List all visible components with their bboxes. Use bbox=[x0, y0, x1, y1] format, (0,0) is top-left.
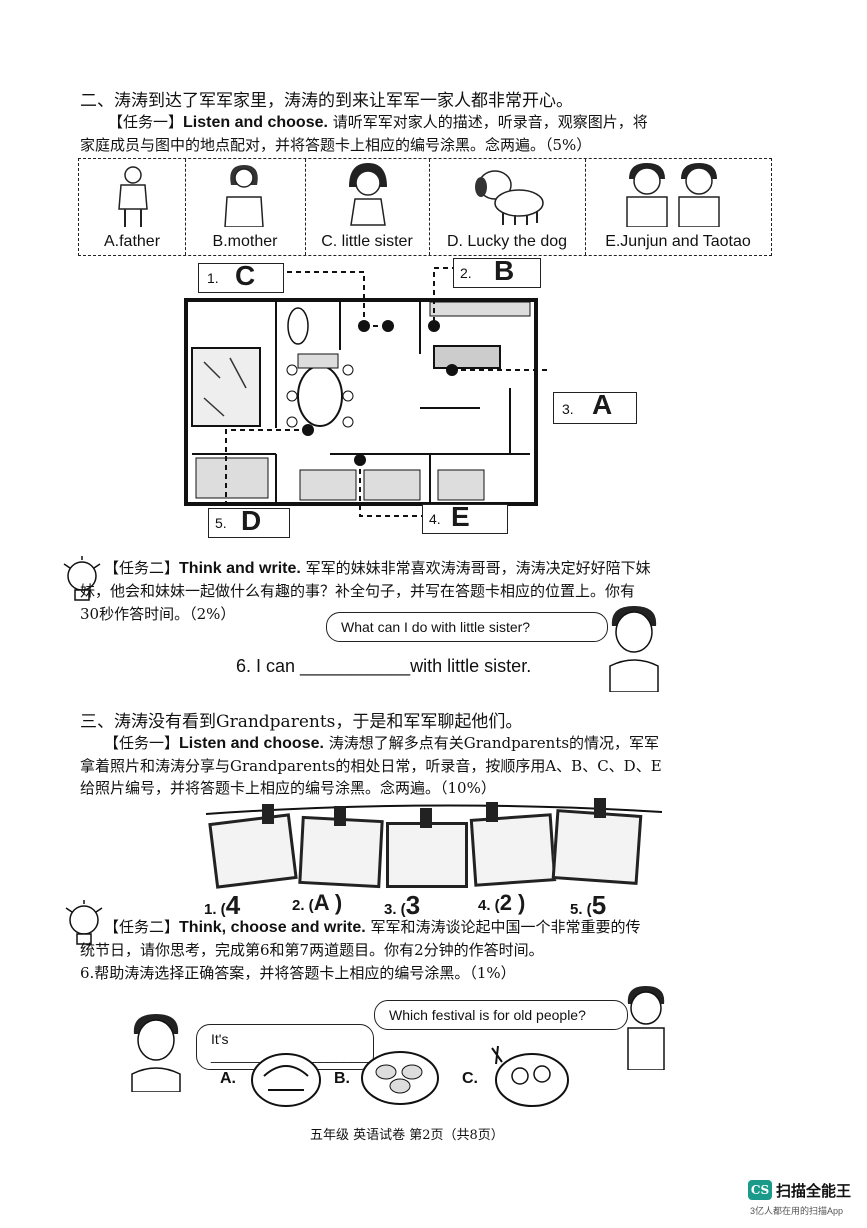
clothespin-icon bbox=[486, 802, 498, 822]
task-title: Listen and choose. bbox=[183, 114, 328, 131]
section2-task1-line2: 家庭成员与图中的地点配对，并将答题卡上相应的编号涂黑。念两遍。（5%） bbox=[80, 136, 592, 154]
grandparents-photo-2 bbox=[298, 815, 384, 889]
handwritten-answer: B bbox=[494, 255, 515, 286]
watermark-tagline: 3亿人都在用的扫描App bbox=[750, 1206, 844, 1216]
grandparents-photo-5 bbox=[551, 809, 643, 885]
handwritten-answer: E bbox=[451, 501, 470, 532]
family-card-father: A.father bbox=[79, 159, 186, 255]
speech-bubble-question: What can I do with little sister? bbox=[326, 612, 608, 642]
section3-task2-line2: 统节日，请你思考，完成第6和第7两道题目。你有2分钟的作答时间。 bbox=[80, 941, 544, 959]
standing-boy-figure-icon bbox=[627, 986, 665, 1070]
option-c-festival-picture[interactable] bbox=[488, 1044, 570, 1110]
photo-answer-4[interactable]: 4. (2 ) bbox=[478, 890, 526, 915]
camscanner-logo-icon: CS bbox=[748, 1180, 772, 1200]
plan-answer-box-1[interactable]: 1. C bbox=[198, 260, 284, 293]
section2-task2-line2: 妹，他会和妹妹一起做什么有趣的事？补全句子，并写在答题卡相应的位置上。你有 bbox=[80, 582, 636, 600]
plan-answer-box-3[interactable]: 3. A bbox=[553, 389, 637, 424]
family-members-strip: A.father B.mother C. little sister D. Lu… bbox=[78, 158, 772, 256]
fill-in-sentence-6: 6. I can ___________with little sister. bbox=[236, 656, 532, 676]
clothespin-icon bbox=[420, 808, 432, 828]
task-bracket: 【任务一】 bbox=[108, 113, 184, 131]
family-card-junjun-taotao: E.Junjun and Taotao bbox=[585, 159, 771, 255]
option-a-festival-picture[interactable] bbox=[250, 1046, 322, 1108]
section2-task2-line1: 【任务二】Think and write. 军军的妹妹非常喜欢涛涛哥哥，涛涛决定… bbox=[104, 559, 651, 577]
lightbulb-icon bbox=[65, 900, 103, 945]
option-b-label[interactable]: B. bbox=[334, 1070, 350, 1087]
father-figure-icon bbox=[118, 166, 148, 227]
task-text: 请听军军对家人的描述，听录音，观察图片，将 bbox=[332, 113, 648, 131]
plan-answer-box-2[interactable]: 2. B bbox=[453, 255, 541, 288]
mother-figure-icon bbox=[224, 165, 264, 227]
clothespin-icon bbox=[262, 804, 274, 824]
family-caption: B.mother bbox=[212, 233, 278, 250]
thinking-boy-figure-icon bbox=[609, 606, 659, 692]
section2-task1-line1: 【任务一】Listen and choose. 请听军军对家人的描述，听录音，观… bbox=[108, 111, 768, 134]
task-title: Listen and choose. bbox=[179, 735, 324, 752]
section3-task1-line2: 拿着照片和涛涛分享与Grandparents的相处日常，听录音，按顺序用A、B、… bbox=[80, 757, 662, 775]
section3-task2-line1: 【任务二】Think, choose and write. 军军和涛涛谈论起中国… bbox=[104, 918, 641, 936]
speech-bubble-festival-question: Which festival is for old people? bbox=[374, 1000, 628, 1030]
grandparents-photo-1 bbox=[208, 813, 298, 889]
task-title: Think, choose and write. bbox=[179, 919, 366, 936]
option-c-label[interactable]: C. bbox=[462, 1070, 478, 1087]
boy-on-phone-figure-icon bbox=[131, 1014, 181, 1092]
handwritten-answer: C bbox=[235, 260, 256, 291]
page-footer: 五年级 英语试卷 第2页（共8页） bbox=[310, 1128, 504, 1143]
watermark-app-name: 扫描全能王 bbox=[776, 1183, 852, 1200]
photo-answer-1[interactable]: 1. (4 bbox=[204, 890, 241, 920]
house-floor-plan bbox=[184, 267, 550, 518]
little-sister-figure-icon bbox=[349, 163, 387, 226]
photo-answer-3[interactable]: 3. (3 bbox=[384, 890, 421, 920]
clothespin-icon bbox=[594, 798, 606, 818]
section3-task1-line1: 【任务一】Listen and choose. 涛涛想了解多点有关Grandpa… bbox=[104, 734, 660, 752]
option-a-label[interactable]: A. bbox=[220, 1070, 236, 1087]
family-caption: A.father bbox=[103, 233, 161, 250]
plan-answer-box-5[interactable]: 5. D bbox=[208, 505, 290, 538]
photo-answer-5[interactable]: 5. (5 bbox=[570, 890, 607, 920]
section2-heading: 二、涛涛到达了军军家里，涛涛的到来让军军一家人都非常开心。 bbox=[80, 91, 573, 111]
lightbulb-icon bbox=[63, 556, 101, 601]
family-card-little-sister: C. little sister bbox=[305, 159, 430, 255]
section3-task1-line3: 给照片编号，并将答题卡上相应的编号涂黑。念两遍。（10%） bbox=[80, 779, 496, 797]
section3-heading: 三、涛涛没有看到Grandparents，于是和军军聊起他们。 bbox=[80, 712, 523, 732]
family-card-dog: D. Lucky the dog bbox=[429, 159, 586, 255]
handwritten-answer: A bbox=[592, 389, 613, 420]
boys-figure-icon bbox=[626, 163, 720, 227]
family-caption: C. little sister bbox=[321, 233, 413, 250]
task-title: Think and write. bbox=[179, 560, 301, 577]
family-card-mother: B.mother bbox=[185, 159, 306, 255]
family-caption: E.Junjun and Taotao bbox=[605, 233, 751, 250]
section3-question-6: 6.帮助涛涛选择正确答案，并将答题卡上相应的编号涂黑。（1%） bbox=[80, 964, 516, 982]
grandparents-photo-4 bbox=[469, 813, 557, 887]
dog-figure-icon bbox=[475, 170, 544, 225]
option-b-festival-picture[interactable] bbox=[360, 1048, 440, 1106]
grandparents-photo-3 bbox=[386, 822, 468, 888]
clothespin-icon bbox=[334, 806, 346, 826]
family-caption: D. Lucky the dog bbox=[446, 233, 568, 250]
plan-answer-box-4[interactable]: 4. E bbox=[422, 501, 508, 534]
photo-answer-2[interactable]: 2. (A ) bbox=[292, 890, 343, 915]
handwritten-answer: D bbox=[241, 505, 262, 536]
section2-task2-line3: 30秒作答时间。（2%） bbox=[80, 605, 236, 623]
